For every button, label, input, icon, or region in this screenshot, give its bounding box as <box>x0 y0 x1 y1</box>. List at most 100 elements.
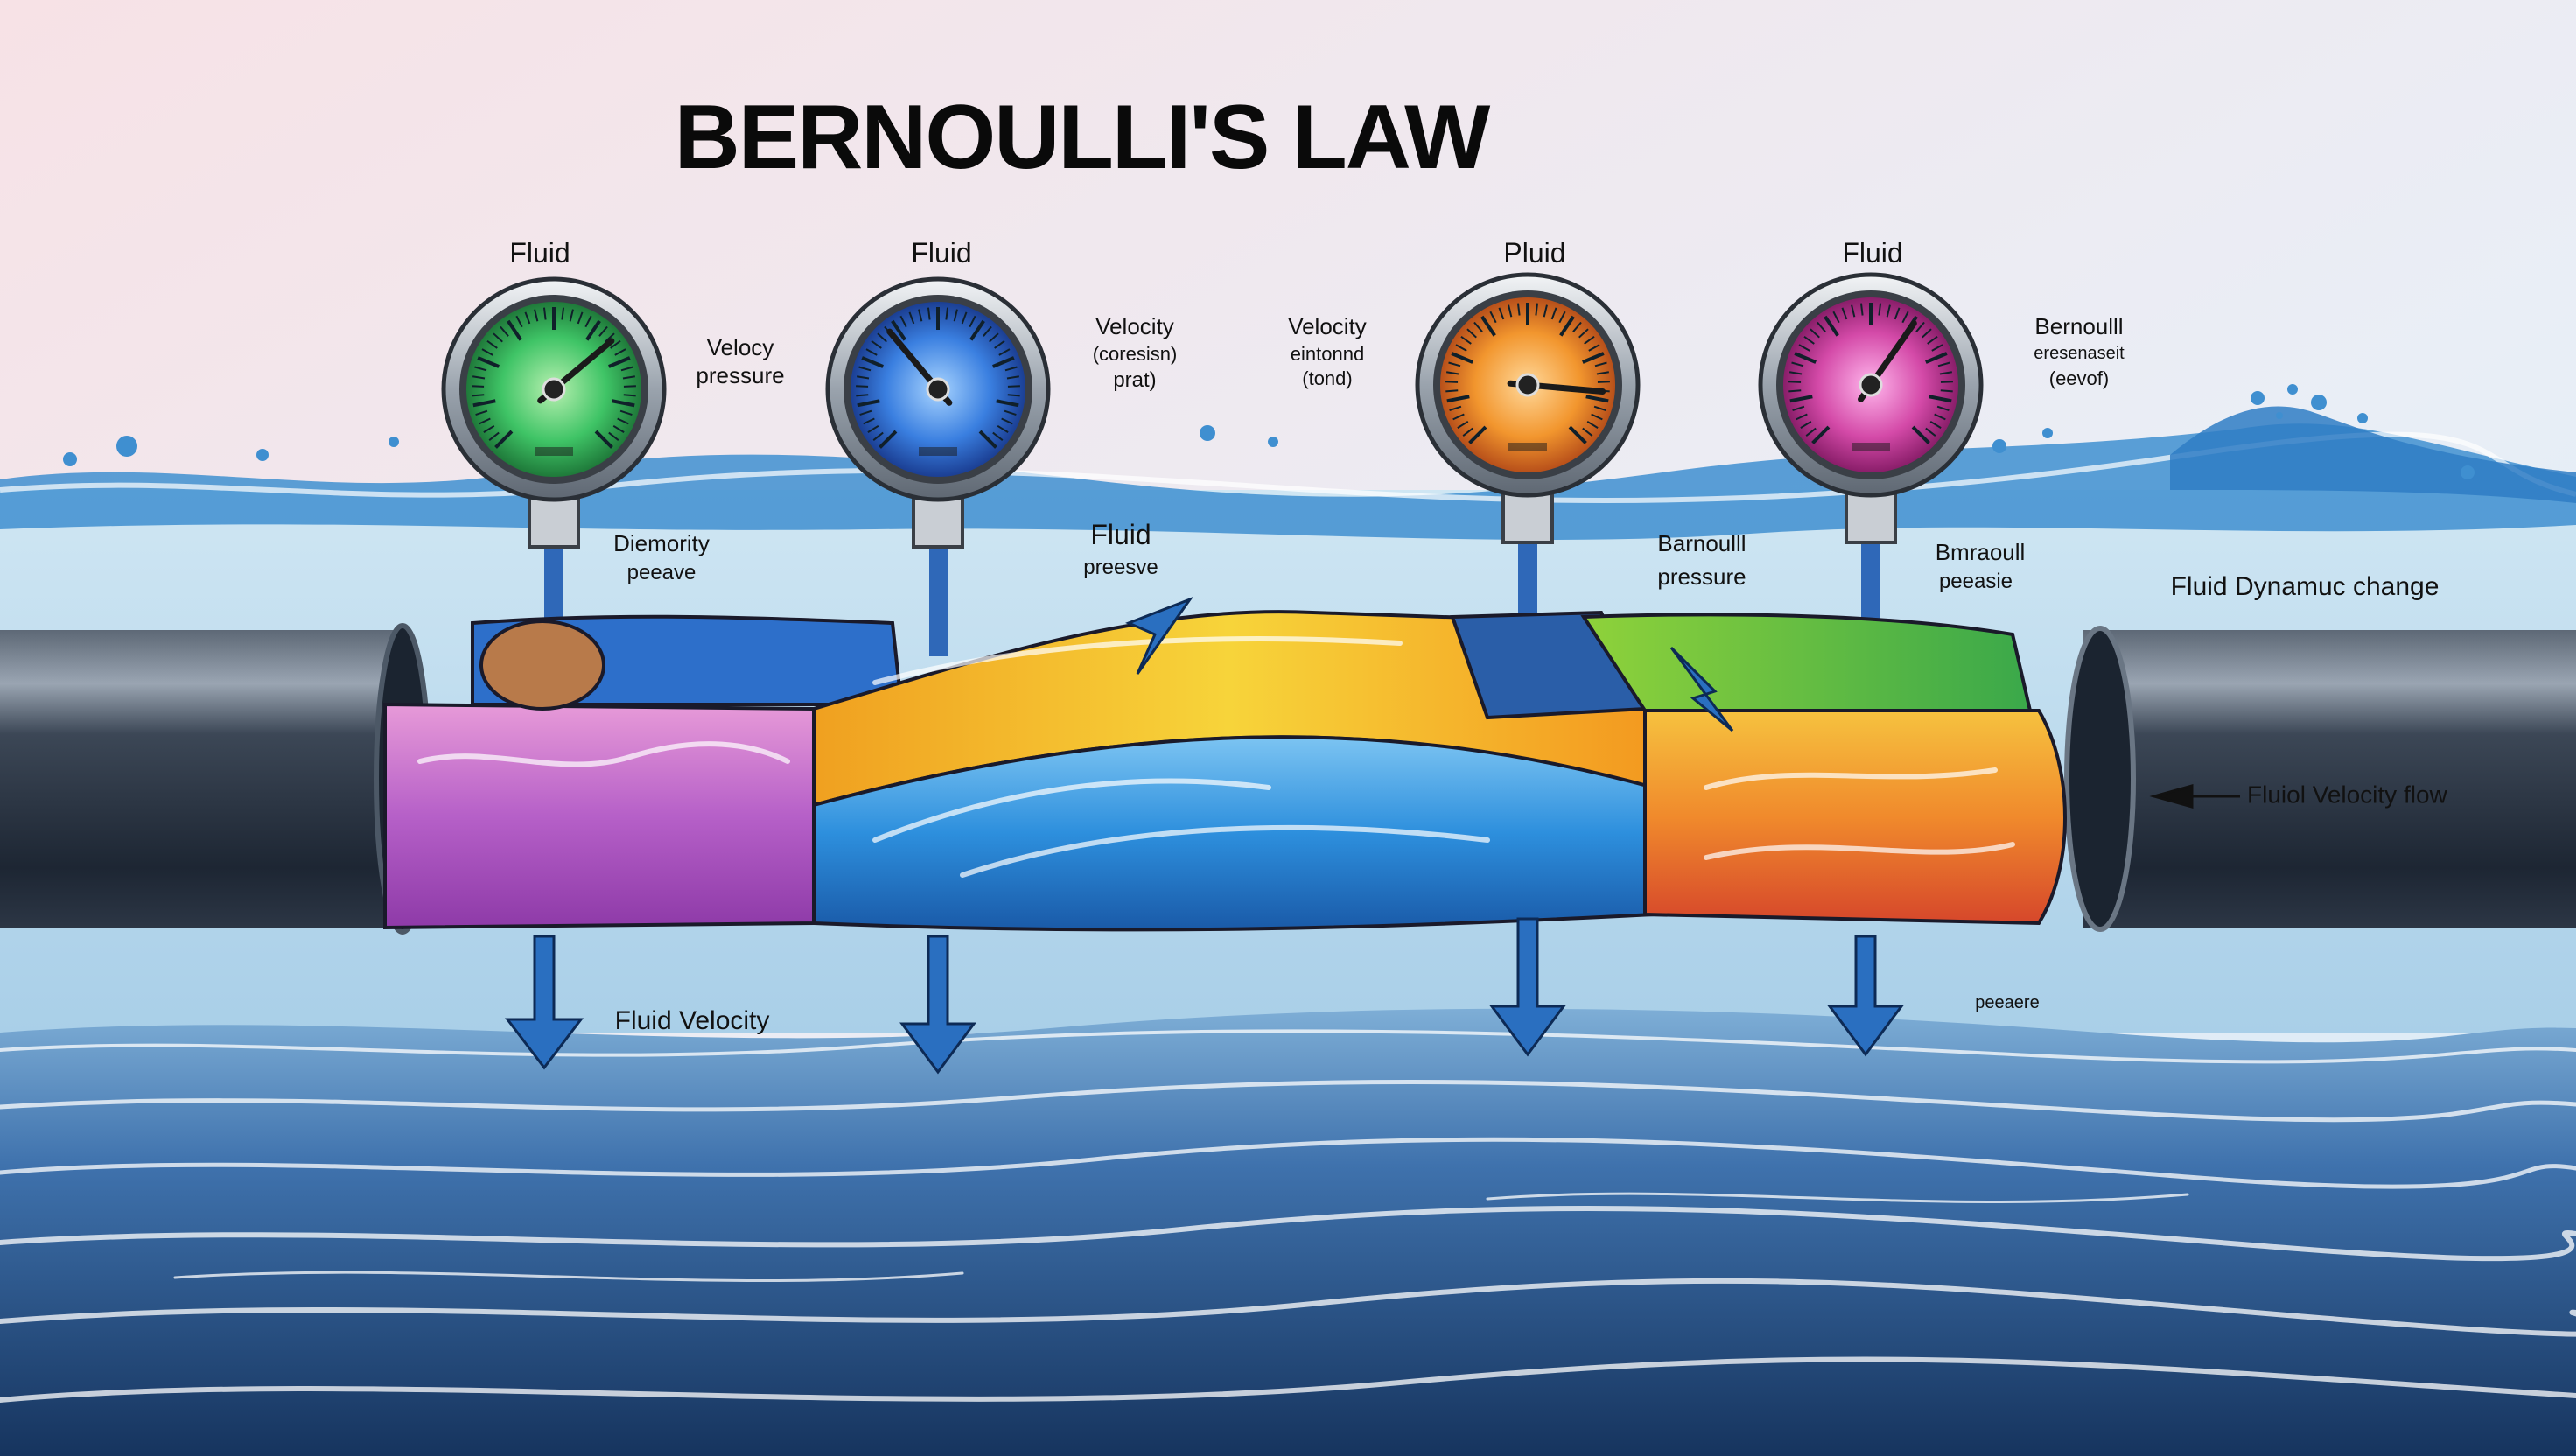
flow-marker-arrow-1 <box>1125 596 1194 675</box>
gauge-tick <box>1578 328 1589 339</box>
gauge-tick <box>1824 315 1839 337</box>
gauge-tick <box>927 307 931 320</box>
gauge-tick <box>861 356 884 368</box>
gauge-tick <box>1543 304 1548 318</box>
gauge-tick <box>524 312 531 325</box>
gauge-tick <box>1832 311 1840 324</box>
gauge-tick <box>1789 371 1802 375</box>
gauge-tick <box>584 315 592 328</box>
gauge-tick <box>620 410 633 416</box>
water-wave-lines <box>0 1029 2576 1403</box>
gauge-tick <box>1446 389 1459 393</box>
gauge-tick <box>1586 395 1609 403</box>
gauge-tick <box>515 315 523 328</box>
gauge-tick <box>561 307 565 320</box>
water-surface-highlight <box>0 431 2576 503</box>
velocity-flow-arrow <box>2149 784 2240 808</box>
annotation-fluid-mid: Fluid <box>1090 519 1151 550</box>
gauge-tick <box>1535 303 1539 316</box>
deep-water <box>0 1008 2576 1456</box>
gauge-tick <box>479 417 491 425</box>
gauge-tick <box>1568 425 1587 444</box>
gauge-tick <box>1455 344 1467 352</box>
gauge-tick <box>472 399 496 408</box>
gauge-tick <box>865 348 878 356</box>
water-surface-wave-crest <box>2170 406 2576 503</box>
gauge-tick <box>1004 366 1018 372</box>
gauge-tick <box>1915 321 1925 332</box>
gauge-tick <box>871 340 882 349</box>
gauge-tick <box>1457 420 1469 429</box>
fluid-segment-pink <box>383 702 816 930</box>
gauge-brand-plate <box>1852 443 1890 452</box>
annotation-eevof: (eevof) <box>2049 368 2109 389</box>
gauge-tick <box>542 307 547 320</box>
gauge-tick <box>475 410 488 416</box>
pipe-left <box>0 630 411 928</box>
gauge-tick <box>1489 311 1497 324</box>
annotation-fluid-velocity: Fluid Velocity <box>615 1006 770 1035</box>
gauge-tick <box>614 348 626 356</box>
gauge-tick <box>481 348 494 356</box>
annotation-peeave: peeave <box>627 561 696 584</box>
gauge-tick <box>472 394 485 397</box>
gauge-tick <box>856 394 869 397</box>
gauge-tick <box>1593 405 1606 411</box>
gauge-tick <box>1550 307 1558 320</box>
gauge-tick <box>585 319 601 341</box>
gauge-tick <box>1796 413 1808 421</box>
gauge-brand-plate <box>1508 443 1547 452</box>
gauge-tick <box>605 332 615 343</box>
gauge-tick <box>1596 371 1609 375</box>
gauge-tick <box>996 399 1019 408</box>
gauge-tick <box>878 430 898 449</box>
annotation-eintonnd: eintonnd <box>1291 343 1364 365</box>
gauge-tick <box>1480 315 1496 337</box>
gauge-tick <box>1810 328 1820 339</box>
gauge-tick <box>1859 303 1864 316</box>
annotation-barnoulli-pressure: pressure <box>1657 564 1746 590</box>
gauge-tick <box>1894 307 1900 320</box>
gauge-tick <box>867 424 879 433</box>
pipe-right <box>2082 630 2576 928</box>
gauge-tick <box>1934 413 1946 421</box>
gauge-tick <box>857 399 880 408</box>
annotation-preesve: preesve <box>1083 556 1158 579</box>
gauge-tick <box>1001 417 1013 425</box>
annotation-eresenaseit: eresenaseit <box>2034 344 2124 363</box>
annotation-prat: prat) <box>1113 368 1156 392</box>
gauge-tick <box>1584 335 1595 345</box>
gauge-tick <box>1805 427 1816 437</box>
gauge-tick <box>1931 344 1943 352</box>
annotation-bmraoull: Bmraoull <box>1936 539 2026 565</box>
gauge-label-3: Pluid <box>1503 237 1565 269</box>
gauge-tick <box>900 315 907 328</box>
page-title: BERNOULLI'S LAW <box>675 87 1492 188</box>
fluid-wave-highlights <box>417 636 2015 878</box>
fluid-segments <box>383 610 2067 932</box>
gauge-tick <box>483 424 495 433</box>
gauge-tick <box>1452 413 1465 421</box>
gauge-tick <box>945 307 949 320</box>
annotation-coresisn: (coresisn) <box>1093 343 1178 365</box>
gauge-tick <box>978 430 998 449</box>
gauge-tick <box>1939 371 1952 375</box>
gauge-tick <box>1446 395 1470 403</box>
gauge-tick <box>1929 420 1942 429</box>
gauge-tick <box>970 319 985 341</box>
gauge-tick <box>1466 328 1477 339</box>
gauge-tick <box>608 356 631 368</box>
gauge-tick <box>1582 352 1605 364</box>
gauge-tick <box>877 332 887 343</box>
gauge-label-2: Fluid <box>911 237 971 269</box>
gauge-tick <box>1007 385 1020 388</box>
gauge-tick <box>1446 371 1460 375</box>
gauge-tick <box>620 366 634 372</box>
gauge-tick <box>1922 328 1932 339</box>
gauge-tick <box>857 375 870 380</box>
gauge-tick <box>1572 321 1582 332</box>
gauge-tick <box>1803 335 1815 345</box>
gauge-tick <box>474 366 487 372</box>
gauge-tick <box>1007 394 1020 397</box>
